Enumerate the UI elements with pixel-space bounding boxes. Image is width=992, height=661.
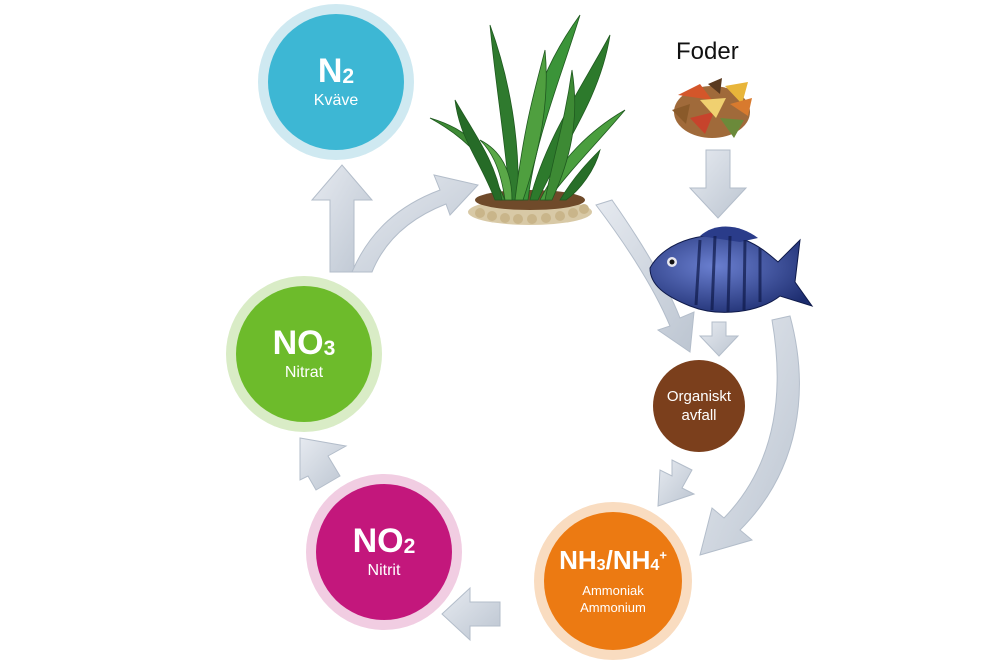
arrow-waste-to-nh [657, 459, 696, 507]
waste-name-2: avfall [681, 407, 717, 424]
n2-formula: N2 [317, 52, 355, 90]
n2-name: Kväve [313, 92, 359, 109]
no3-name: Nitrat [284, 364, 324, 381]
food-flakes-illustration [672, 78, 752, 138]
n2-node: N2 Kväve [268, 14, 404, 150]
arrow-fish-to-waste [698, 321, 740, 357]
nh-node: NH3/NH4+ Ammoniak Ammonium [544, 512, 682, 650]
food-label: Foder [676, 38, 739, 65]
arrow-no2-to-no3 [299, 437, 348, 491]
no2-formula: NO2 [352, 522, 416, 560]
arrow-plant-to-waste [595, 199, 695, 353]
arrow-food-to-fish [688, 149, 748, 219]
nh-formula: NH3/NH4+ [559, 545, 667, 575]
no3-formula: NO3 [272, 324, 336, 362]
no2-name: Nitrit [367, 562, 401, 579]
arrow-no3-to-plant [351, 174, 479, 273]
plant-illustration [429, 14, 626, 225]
waste-name-1: Organiskt [666, 388, 732, 405]
fish-illustration [649, 226, 814, 313]
arrow-nh-to-no2 [441, 586, 501, 642]
nh-name-ammoniak: Ammoniak [582, 583, 644, 598]
nh-name-ammonium: Ammonium [580, 600, 646, 615]
no3-node: NO3 Nitrat [236, 286, 372, 422]
organic-waste-node: Organiskt avfall [653, 360, 745, 452]
arrow-fish-to-nh [699, 315, 800, 556]
no2-node: NO2 Nitrit [316, 484, 452, 620]
arrow-no3-to-n2 [310, 164, 374, 273]
